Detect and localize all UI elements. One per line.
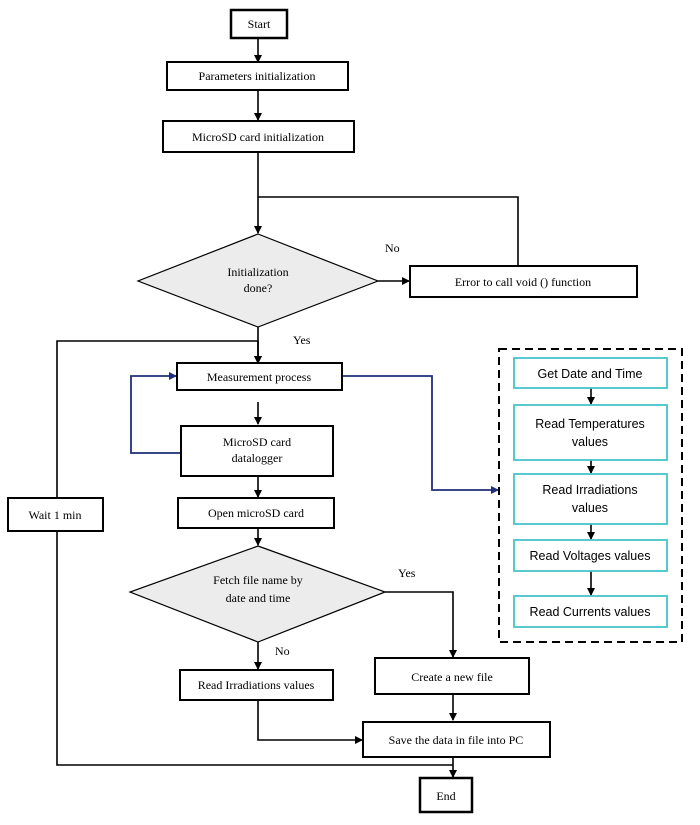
read-irradiations-label: Read Irradiations values [198,678,315,692]
step-get-date-time-label: Get Date and Time [538,367,643,381]
step-get-date-time: Get Date and Time [513,357,668,389]
params-init-node: Parameters initialization [166,61,349,91]
navy-connectors [130,372,499,494]
step-read-voltages-label: Read Voltages values [530,549,651,563]
steps-dashed-frame [498,348,683,643]
arrow-fetch-yes [385,591,457,658]
end-label: End [436,789,455,803]
arrow-read-to-save [257,700,363,744]
end-node: End [418,776,474,814]
fetch-line2: date and time [226,591,291,605]
step-read-voltages: Read Voltages values [513,539,668,572]
measurement-steps-panel: Get Date and Time Read Temperatures valu… [498,348,683,643]
open-microsd-node: Open microSD card [177,497,335,529]
wait-node: Wait 1 min [7,497,104,532]
init-done-line2: done? [244,281,273,295]
step-read-irr-line2: values [572,501,608,515]
step-read-irr-line1: Read Irradiations [542,483,637,497]
error-node: Error to call void () function [409,265,638,298]
init-done-line1: Initialization [227,265,288,279]
navy-link-to-steps [342,375,499,494]
loop-error-back [258,196,519,266]
branch-yes-2: Yes [398,566,416,580]
branch-no-2: No [275,644,290,658]
step-read-currents-label: Read Currents values [530,605,651,619]
save-data-label: Save the data in file into PC [389,733,524,747]
params-init-label: Parameters initialization [199,69,316,83]
save-data-node: Save the data in file into PC [362,721,551,758]
init-done-decision: Initialization done? [136,233,380,328]
navy-loop-datalogger [130,372,181,454]
loop-wait-back [56,340,258,497]
branch-yes-1: Yes [293,333,311,347]
measurement-node: Measurement process [176,362,343,391]
branch-no-1: No [385,241,400,255]
create-file-label: Create a new file [411,670,493,684]
step-read-irradiations: Read Irradiations values [513,473,668,525]
fetch-decision: Fetch file name by date and time [128,545,387,643]
wait-label: Wait 1 min [28,508,81,522]
step-read-temperatures: Read Temperatures values [513,404,668,461]
datalogger-line2: datalogger [232,451,283,465]
read-irradiations-node: Read Irradiations values [179,669,334,701]
step-read-temp-line2: values [572,435,608,449]
datalogger-line1: MicroSD card [223,435,291,449]
error-label: Error to call void () function [455,275,591,289]
step-read-temp-line1: Read Temperatures [535,417,645,431]
start-node: Start [229,8,289,40]
connectors [53,38,519,778]
start-label: Start [248,17,271,31]
create-file-node: Create a new file [374,657,530,695]
datalogger-node: MicroSD card datalogger [180,425,334,477]
arrow-save-to-wait [53,521,453,766]
measurement-label: Measurement process [207,370,312,384]
fetch-line1: Fetch file name by [213,573,303,587]
open-microsd-label: Open microSD card [208,506,304,520]
microsd-init-label: MicroSD card initialization [192,130,324,144]
microsd-init-node: MicroSD card initialization [162,120,355,153]
step-read-currents: Read Currents values [513,595,668,628]
